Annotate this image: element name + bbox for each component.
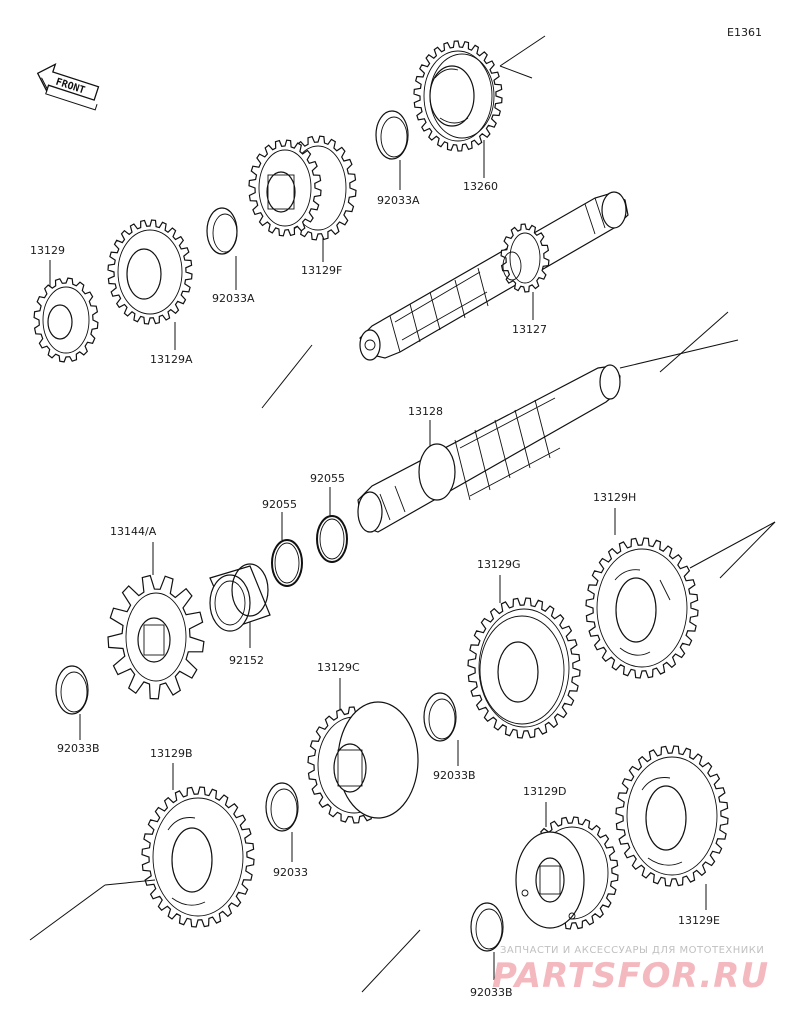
gear-13129F bbox=[248, 135, 357, 241]
gear-13129A bbox=[107, 219, 193, 325]
part-label-13129G: 13129G bbox=[477, 558, 521, 571]
shaft-13127 bbox=[359, 191, 629, 361]
gear-root-circle bbox=[117, 229, 183, 315]
gear-13129D bbox=[515, 816, 619, 930]
part-label-13129F: 13129F bbox=[301, 264, 342, 277]
circlip-92033A bbox=[375, 110, 409, 160]
watermark-brand: PARTSFOR.RU bbox=[492, 956, 769, 996]
axis-line bbox=[261, 344, 313, 409]
diagram-code: E1361 bbox=[727, 26, 762, 39]
part-label-13129E: 13129E bbox=[678, 914, 720, 927]
oring-92055-1 bbox=[271, 539, 303, 587]
part-label-92152: 92152 bbox=[229, 654, 264, 667]
gear-13129 bbox=[33, 277, 99, 363]
part-label-92055-1: 92055 bbox=[262, 498, 297, 511]
part-label-13129: 13129 bbox=[30, 244, 65, 257]
gear-root-circle bbox=[125, 592, 187, 682]
part-label-13127: 13127 bbox=[512, 323, 547, 336]
part-label-92033B-1: 92033B bbox=[433, 769, 476, 782]
part-label-13129B: 13129B bbox=[150, 747, 193, 760]
shaft-13128 bbox=[357, 364, 621, 533]
collar-92152 bbox=[209, 563, 271, 632]
watermark-subtitle: ЗАПЧАСТИ И АКСЕССУАРЫ ДЛЯ МОТОТЕХНИКИ bbox=[500, 945, 764, 956]
part-label-92055-2: 92055 bbox=[310, 472, 345, 485]
part-label-92033B-3: 92033B bbox=[470, 986, 513, 999]
gear-13129H bbox=[585, 537, 699, 679]
axis-line bbox=[499, 65, 533, 79]
part-label-92033B-2: 92033B bbox=[57, 742, 100, 755]
circlip-92033A-2 bbox=[206, 207, 238, 255]
part-label-13129A: 13129A bbox=[150, 353, 193, 366]
gear-root-circle bbox=[509, 232, 541, 284]
part-label-13129C: 13129C bbox=[317, 661, 360, 674]
circlip-92033B-1 bbox=[423, 692, 457, 742]
sprocket-13144A bbox=[107, 574, 205, 700]
gear-root-circle bbox=[258, 149, 312, 227]
part-label-13144A: 13144/A bbox=[110, 525, 157, 538]
part-label-92033: 92033 bbox=[273, 866, 308, 879]
gear-13129B bbox=[141, 786, 255, 928]
gear-13260 bbox=[413, 40, 503, 152]
circlip-92033 bbox=[265, 782, 299, 832]
part-label-13129H: 13129H bbox=[593, 491, 636, 504]
gear-13129G bbox=[467, 597, 581, 739]
gear-root-circle bbox=[152, 797, 244, 917]
part-label-92033A-2: 92033A bbox=[212, 292, 255, 305]
circlip-92033B-2 bbox=[55, 665, 89, 715]
front-arrow-icon: FRONT bbox=[36, 63, 100, 111]
part-label-13260: 13260 bbox=[463, 180, 498, 193]
part-label-13128: 13128 bbox=[408, 405, 443, 418]
gear-root-circle bbox=[596, 548, 688, 668]
gear-root-circle bbox=[626, 756, 718, 876]
gear-13129E bbox=[615, 745, 729, 887]
gear-root-circle bbox=[478, 608, 570, 728]
oring-92055-2 bbox=[316, 515, 348, 563]
gear-teeth-outline bbox=[500, 223, 550, 293]
gear-root-circle bbox=[42, 286, 90, 354]
part-label-92033A-1: 92033A bbox=[377, 194, 420, 207]
axis-line bbox=[499, 35, 546, 67]
part-label-13129D: 13129D bbox=[523, 785, 566, 798]
circlip-92033B-3 bbox=[470, 902, 504, 952]
gear-root-circle bbox=[423, 50, 493, 142]
gear-13129C bbox=[307, 701, 419, 824]
